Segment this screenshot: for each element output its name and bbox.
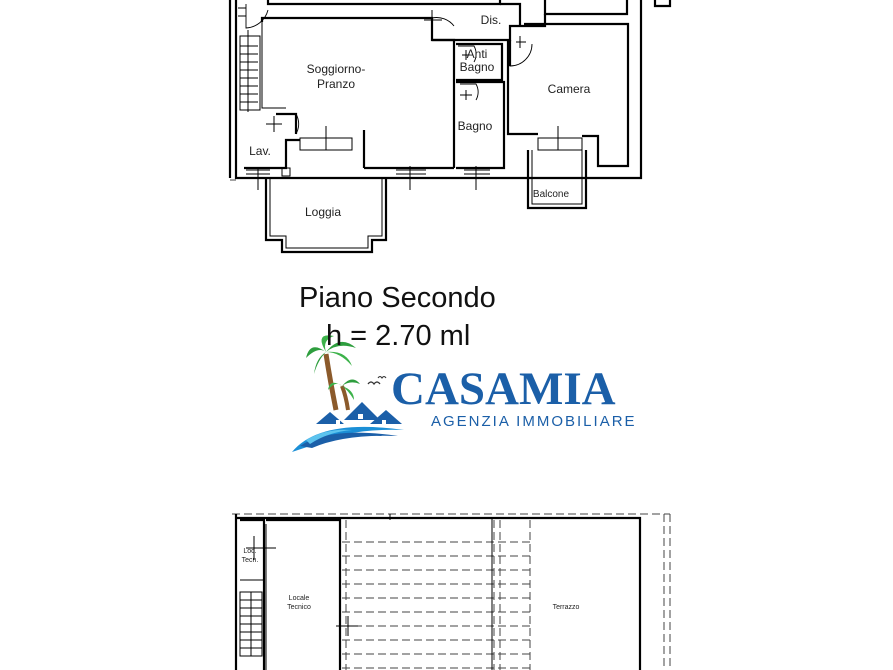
casamia-logo-graphic [292, 335, 404, 452]
loggia-outline [264, 178, 388, 254]
room-label-locale-tecnico-line2: Tecnico [287, 604, 311, 611]
brand-name: CASAMIA [391, 363, 616, 415]
room-label-balcone: Balcone [533, 189, 570, 200]
room-label-bagno: Bagno [458, 119, 493, 133]
room-label-antibagno-line1: Anti [467, 47, 488, 61]
plan-title: Piano Secondo [299, 282, 496, 314]
staircase [239, 22, 286, 112]
plan-height-label: h = 2.70 ml [326, 320, 471, 352]
room-label-soggiorno: Soggiorno-Pranzo [307, 62, 366, 91]
brand-tagline: AGENZIA IMMOBILIARE [431, 413, 637, 430]
room-label-lav: Lav. [249, 144, 271, 158]
room-label-dis: Dis. [481, 13, 502, 27]
lower-staircase [239, 591, 263, 657]
room-label-soggiorno-line1: Soggiorno- [307, 62, 366, 76]
room-label-terrazzo: Terrazzo [553, 604, 580, 611]
room-label-soggiorno-line2: Pranzo [317, 77, 355, 91]
room-label-loc-tecn-line2: Tecn. [242, 557, 259, 564]
room-label-loc-tecn: Loc. Tecn. [242, 548, 259, 564]
balcone-outline [526, 150, 588, 210]
room-label-camera: Camera [548, 82, 591, 96]
room-label-antibagno-line2: Bagno [460, 60, 495, 74]
room-label-locale-tecnico-line1: Locale [289, 595, 310, 602]
room-label-loggia: Loggia [305, 205, 341, 219]
room-label-loc-tecn-line1: Loc. [243, 548, 256, 555]
